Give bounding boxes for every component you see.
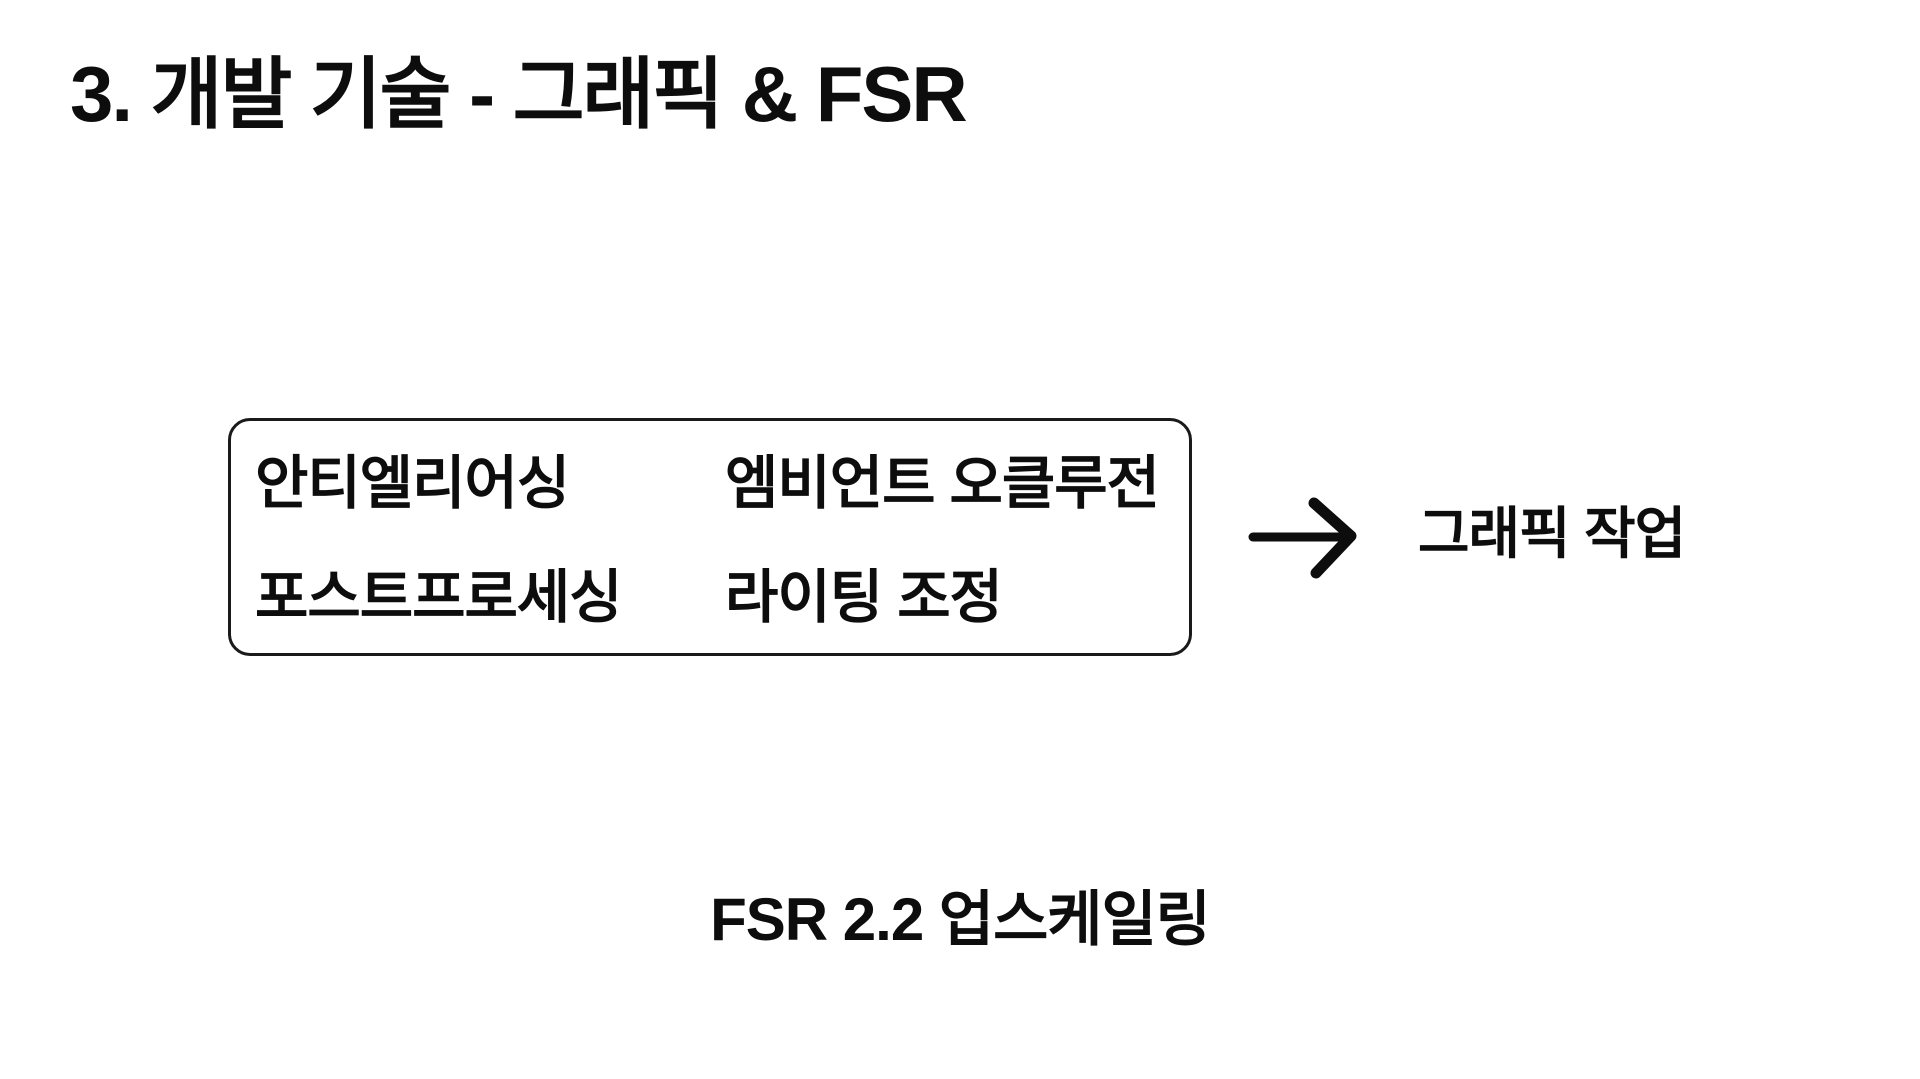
tech-box: 안티엘리어싱 엠비언트 오클루전 포스트프로세싱 라이팅 조정: [228, 418, 1192, 656]
tech-item-post-processing: 포스트프로세싱: [255, 565, 623, 630]
tech-item-ambient-occlusion: 엠비언트 오클루전: [725, 451, 1160, 516]
right-arrow-icon: [1244, 494, 1362, 582]
arrow-target-label: 그래픽 작업: [1418, 502, 1686, 565]
tech-item-antialiasing: 안티엘리어싱: [255, 451, 570, 516]
tech-item-lighting-adjustment: 라이팅 조정: [725, 565, 1003, 630]
slide-title: 3. 개발 기술 - 그래픽 & FSR: [70, 50, 968, 138]
fsr-upscaling-label: FSR 2.2 업스케일링: [710, 886, 1211, 953]
